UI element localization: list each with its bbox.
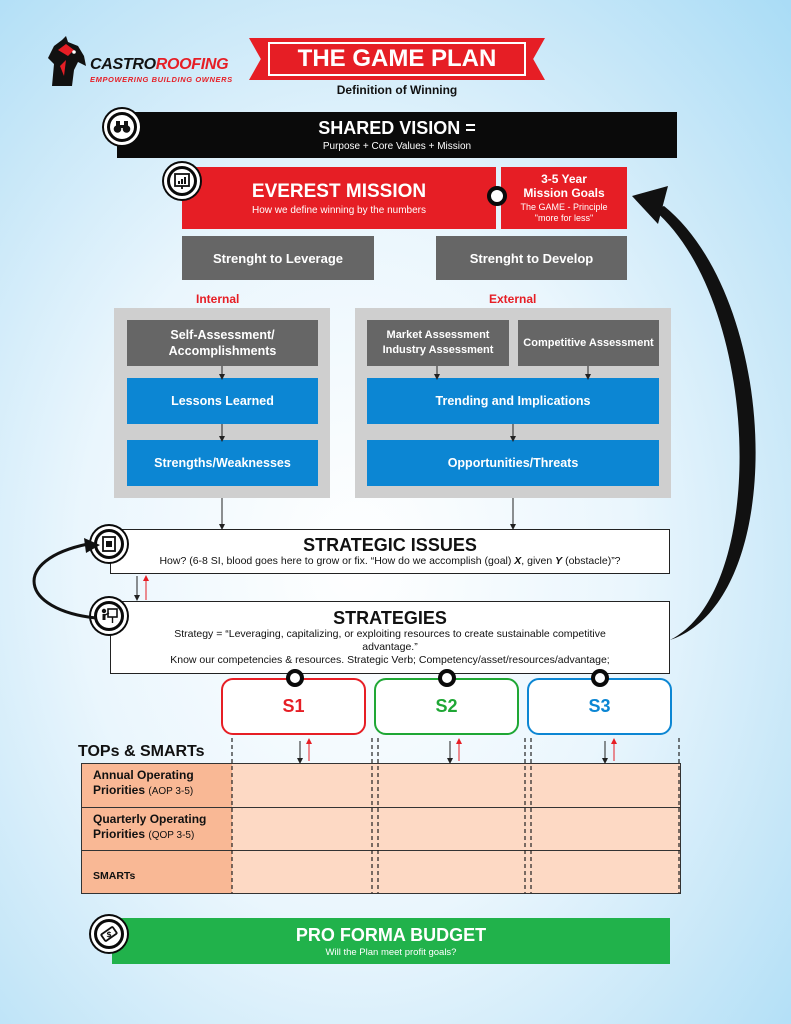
external-label: External <box>489 292 537 306</box>
s1-connector-dot <box>286 669 304 687</box>
strength-to-develop-box: Strenght to Develop <box>436 236 627 280</box>
strategic-issues-subtitle: How? (6-8 SI, blood goes here to grow or… <box>159 555 620 568</box>
brand-tagline: EMPOWERING BUILDING OWNERS <box>90 75 233 84</box>
everest-mission-title: EVEREST MISSION <box>251 180 427 202</box>
loop-arrow-left <box>32 542 97 620</box>
table-row-qop: Quarterly Operating Priorities (QOP 3-5) <box>82 808 680 851</box>
self-assessment-line1: Self-Assessment/ <box>170 328 275 342</box>
strength-to-leverage-box: Strenght to Leverage <box>182 236 374 280</box>
chart-board-icon <box>164 163 200 199</box>
s3-connector-dot <box>591 669 609 687</box>
strategic-issues-sub-y: Y <box>555 555 563 567</box>
strategic-issues-box: STRATEGIC ISSUES How? (6-8 SI, blood goe… <box>110 529 670 574</box>
aop-label-line2: Priorities <box>93 783 146 797</box>
strategic-issues-sub-part2: , given <box>521 555 556 567</box>
table-row-aop: Annual Operating Priorities (AOP 3-5) <box>82 764 680 808</box>
smarts-label-line1: SMARTs <box>93 870 136 882</box>
mission-goals-title-line1: 3-5 Year <box>541 172 587 186</box>
mission-goals-sub-line1: The GAME - Principle <box>520 202 608 212</box>
aop-label-note: (AOP 3-5) <box>148 786 194 797</box>
goals-connector-dot <box>487 186 507 206</box>
mission-goals-title-line2: Mission Goals <box>523 186 605 200</box>
strategy-s3-box: S3 <box>527 678 672 735</box>
document-icon <box>91 526 127 562</box>
strategic-issues-sub-part1: How? (6-8 SI, blood goes here to grow or… <box>159 555 515 567</box>
everest-mission-box: EVEREST MISSION How we define winning by… <box>182 167 496 229</box>
pro-forma-budget-bar: PRO FORMA BUDGET Will the Plan meet prof… <box>112 918 670 964</box>
svg-text:$: $ <box>106 930 112 939</box>
shared-vision-title: SHARED VISION = <box>318 118 476 138</box>
brand-name: CASTROROOFING <box>90 56 229 74</box>
trending-implications-box: Trending and Implications <box>367 378 659 424</box>
qop-label-line2: Priorities <box>93 827 146 841</box>
strategy-s2-box: S2 <box>374 678 519 735</box>
strategies-line3: Know our competencies & resources. Strat… <box>170 654 610 666</box>
strengths-weaknesses-box: Strengths/Weaknesses <box>127 440 318 486</box>
smarts-label: SMARTs <box>82 851 232 893</box>
tops-table: Annual Operating Priorities (AOP 3-5) Qu… <box>81 763 681 894</box>
strategy-s1-box: S1 <box>221 678 366 735</box>
market-assessment-box: Market Assessment Industry Assessment <box>367 320 509 366</box>
s2-connector-dot <box>438 669 456 687</box>
strategies-line2: advantage.” <box>362 641 418 653</box>
market-assessment-line2: Industry Assessment <box>382 344 494 356</box>
mission-goals-title: 3-5 Year Mission Goals <box>523 172 604 200</box>
mission-goals-box: 3-5 Year Mission Goals The GAME - Princi… <box>501 167 627 229</box>
table-row-smarts: SMARTs <box>82 851 680 893</box>
page-subtitle: Definition of Winning <box>336 83 458 97</box>
binoculars-icon <box>104 109 140 145</box>
mission-goals-sub-line2: "more for less" <box>534 213 594 223</box>
qop-label-note: (QOP 3-5) <box>148 830 195 841</box>
strategic-issues-title: STRATEGIC ISSUES <box>303 535 477 555</box>
strategies-box: STRATEGIES Strategy = “Leveraging, capit… <box>110 601 670 674</box>
lessons-learned-box: Lessons Learned <box>127 378 318 424</box>
everest-mission-subtitle: How we define winning by the numbers <box>252 204 426 216</box>
strategies-line1: Strategy = “Leveraging, capitalizing, or… <box>174 628 606 640</box>
brand-name-part2: ROOFING <box>155 56 229 73</box>
strategies-title: STRATEGIES <box>333 608 447 628</box>
qop-label: Quarterly Operating Priorities (QOP 3-5) <box>82 808 232 850</box>
internal-label: Internal <box>196 292 240 306</box>
budget-title: PRO FORMA BUDGET <box>295 924 487 945</box>
brand-name-part1: CASTRO <box>90 56 156 73</box>
mission-goals-subtitle: The GAME - Principle "more for less" <box>520 202 607 224</box>
strategic-issues-sub-part3: (obstacle)”? <box>562 555 621 567</box>
horse-logo-icon <box>48 36 86 86</box>
title-banner <box>249 38 545 80</box>
self-assessment-box: Self-Assessment/ Accomplishments <box>127 320 318 366</box>
tops-smarts-label: TOPs & SMARTs <box>78 743 205 760</box>
competitive-assessment-box: Competitive Assessment <box>518 320 659 366</box>
aop-label-line1: Annual Operating <box>93 768 194 782</box>
shared-vision-subtitle: Purpose + Core Values + Mission <box>322 141 472 152</box>
presenter-icon <box>91 598 127 634</box>
qop-label-line1: Quarterly Operating <box>93 812 207 826</box>
aop-label: Annual Operating Priorities (AOP 3-5) <box>82 764 232 807</box>
shared-vision-bar: SHARED VISION = Purpose + Core Values + … <box>117 112 677 158</box>
market-assessment-line1: Market Assessment <box>386 329 490 341</box>
budget-subtitle: Will the Plan meet profit goals? <box>325 946 457 958</box>
self-assessment-line2: Accomplishments <box>168 344 277 358</box>
page-title: THE GAME PLAN <box>268 42 526 76</box>
opportunities-threats-box: Opportunities/Threats <box>367 440 659 486</box>
strategic-issues-sub-x: X <box>514 555 522 567</box>
money-icon: $ <box>91 916 127 952</box>
